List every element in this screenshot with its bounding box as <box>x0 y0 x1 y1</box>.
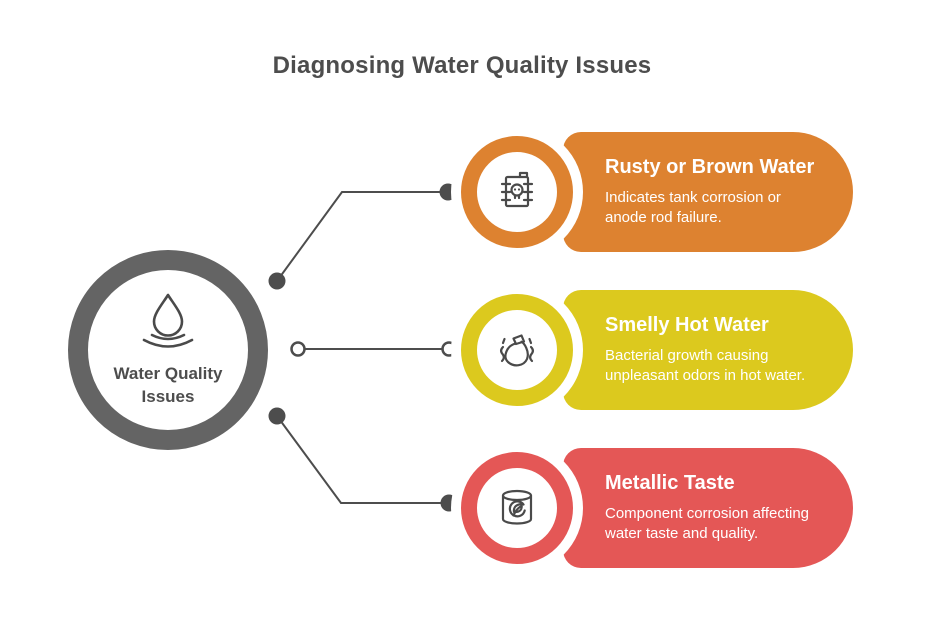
leaf-can-icon <box>501 489 533 525</box>
issue-pill <box>563 132 853 252</box>
issue-card-smelly-hot-water: Smelly Hot Water Bacterial growth causin… <box>451 284 853 416</box>
issue-description: Bacterial growth causing unpleasant odor… <box>605 347 806 384</box>
connector-open-dot <box>290 341 306 357</box>
issue-title: Metallic Taste <box>605 472 735 495</box>
toxic-barrel-icon <box>500 171 534 208</box>
connector-top <box>276 191 448 282</box>
issue-badge <box>461 294 573 406</box>
issue-card-rusty-or-brown-water: Rusty or Brown Water Indicates tank corr… <box>451 126 853 258</box>
issue-card-metallic-taste: Metallic Taste Component corrosion affec… <box>451 442 853 574</box>
connector-dot <box>268 272 286 290</box>
center-node-label: Water Quality Issues <box>113 364 223 406</box>
water-drop-icon <box>142 294 194 349</box>
page-title: Diagnosing Water Quality Issues <box>272 52 652 79</box>
issue-pill <box>563 448 853 568</box>
issue-text: Metallic Taste Component corrosion affec… <box>605 448 837 568</box>
issue-pill <box>563 290 853 410</box>
smelly-bag-icon <box>500 334 534 367</box>
connector-dot <box>268 407 286 425</box>
issue-description: Component corrosion affecting water tast… <box>605 505 810 542</box>
issue-description: Indicates tank corrosion or anode rod fa… <box>605 189 781 226</box>
issue-text: Rusty or Brown Water Indicates tank corr… <box>605 132 837 252</box>
issue-text: Smelly Hot Water Bacterial growth causin… <box>605 290 837 410</box>
issue-title: Rusty or Brown Water <box>605 156 815 179</box>
issue-badge <box>461 136 573 248</box>
issue-badge <box>461 452 573 564</box>
center-node: Water Quality Issues <box>68 250 268 450</box>
issue-title: Smelly Hot Water <box>605 314 769 337</box>
connector-bottom <box>276 415 449 504</box>
